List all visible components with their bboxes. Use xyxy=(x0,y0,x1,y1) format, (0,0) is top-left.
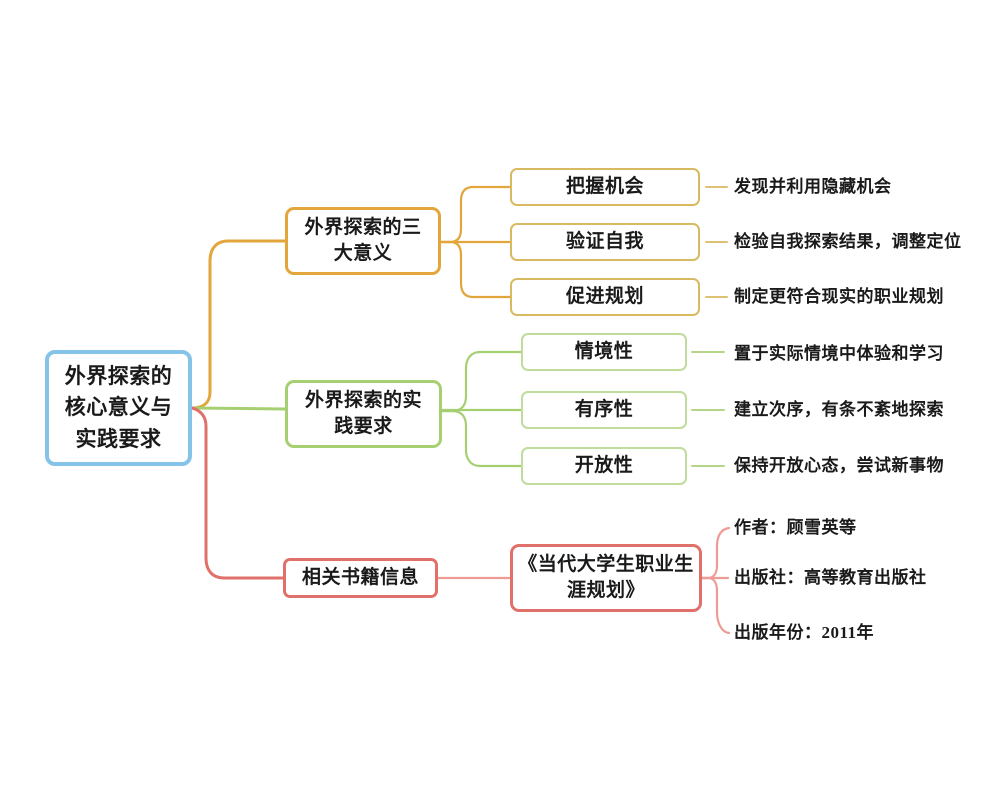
connector-root-branch3 xyxy=(190,406,285,580)
branch-node-three-meanings[interactable]: 外界探索的三大意义 xyxy=(285,207,441,275)
branch-node-book-info[interactable]: 相关书籍信息 xyxy=(283,558,438,598)
child-node-situational[interactable]: 情境性 xyxy=(521,333,687,371)
note-book-publisher[interactable]: 出版社：高等教育出版社 xyxy=(734,568,927,587)
note-orderly[interactable]: 建立次序，有条不紊地探索 xyxy=(734,400,944,419)
child-node-promote-planning[interactable]: 促进规划 xyxy=(510,278,700,316)
root-node[interactable]: 外界探索的核心意义与实践要求 xyxy=(45,350,192,466)
child-node-verify-self[interactable]: 验证自我 xyxy=(510,223,700,261)
connector-root-branch2 xyxy=(190,406,287,411)
note-book-author[interactable]: 作者：顾雪英等 xyxy=(734,518,857,537)
connector-book-note1 xyxy=(700,526,731,580)
note-situational[interactable]: 置于实际情境中体验和学习 xyxy=(734,344,944,363)
child-node-open[interactable]: 开放性 xyxy=(521,447,687,485)
connector-branch1-child3 xyxy=(439,240,512,299)
connector-branch1-child1 xyxy=(439,185,512,244)
connector-book-note3 xyxy=(700,576,731,635)
note-promote-planning[interactable]: 制定更符合现实的职业规划 xyxy=(734,287,944,306)
branch-node-practice-requirements[interactable]: 外界探索的实践要求 xyxy=(285,380,442,448)
connector-branch2-child1 xyxy=(440,350,523,413)
child-node-book-title[interactable]: 《当代大学生职业生涯规划》 xyxy=(510,544,702,612)
connector-branch2-child3 xyxy=(440,409,523,468)
note-verify-self[interactable]: 检验自我探索结果，调整定位 xyxy=(734,232,962,251)
note-seize-opportunity[interactable]: 发现并利用隐藏机会 xyxy=(734,177,892,196)
child-node-orderly[interactable]: 有序性 xyxy=(521,391,687,429)
child-node-seize-opportunity[interactable]: 把握机会 xyxy=(510,168,700,206)
connector-root-branch1 xyxy=(190,239,287,410)
note-book-year[interactable]: 出版年份：2011年 xyxy=(734,623,875,642)
note-open[interactable]: 保持开放心态，尝试新事物 xyxy=(734,456,944,475)
